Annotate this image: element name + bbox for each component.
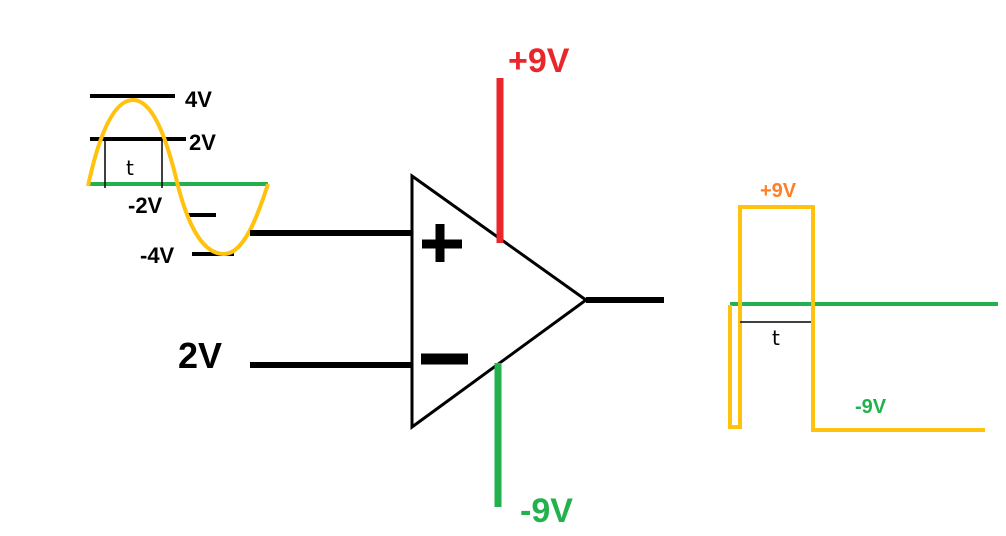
input-sine-wave [86, 98, 270, 256]
output-high-label: +9V [760, 180, 797, 202]
output-low-label: -9V [855, 396, 887, 418]
input-period-mark: t [126, 156, 134, 180]
reference-voltage-label: 2V [178, 335, 222, 376]
input-neg2v-label: -2V [128, 193, 163, 218]
positive-supply-label: +9V [508, 42, 570, 80]
input-4v-label: 4V [185, 87, 212, 112]
input-2v-label: 2V [189, 130, 216, 155]
negative-supply-label: -9V [520, 492, 573, 530]
output-period-mark: t [772, 326, 780, 350]
input-neg4v-label: -4V [140, 243, 175, 268]
output-square-wave [728, 205, 985, 432]
input-sine-sketch: t 4V 2V -2V -4V [86, 87, 270, 268]
output-wave-sketch: t +9V -9V [728, 180, 998, 432]
